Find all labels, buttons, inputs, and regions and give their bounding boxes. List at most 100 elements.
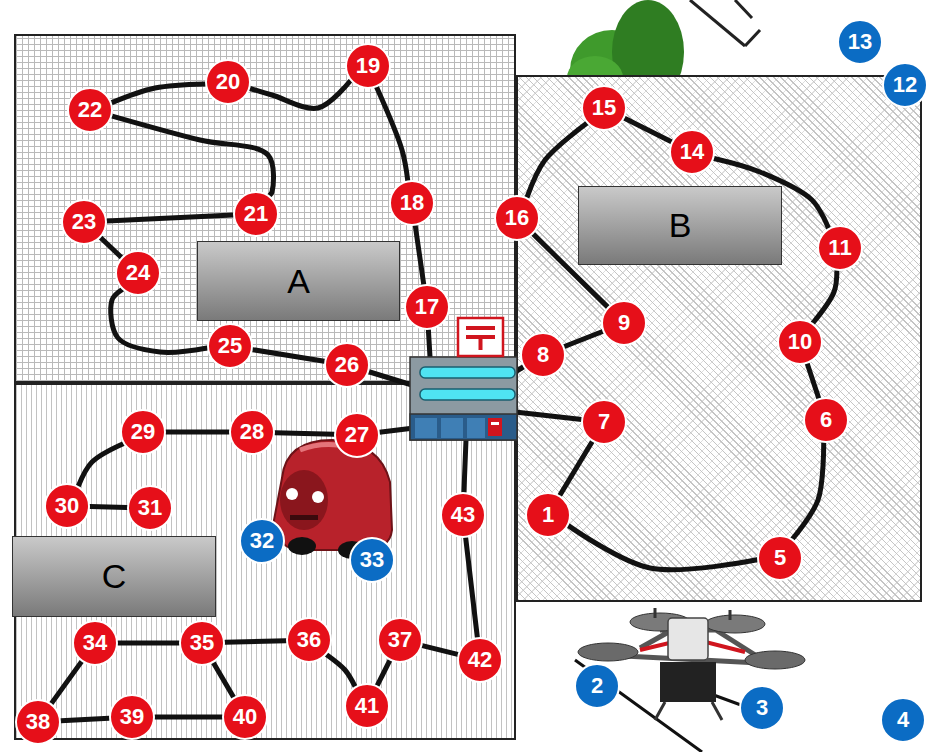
robot-stop: 1 <box>525 492 571 538</box>
stop-number: 24 <box>126 262 150 284</box>
route-line <box>78 444 123 486</box>
stop-number: 32 <box>250 530 274 552</box>
route-line <box>111 290 207 353</box>
stop-number: 21 <box>244 203 268 225</box>
route-line <box>564 331 602 346</box>
stop-number: 18 <box>400 192 424 214</box>
stop-number: 27 <box>345 424 369 446</box>
stop-number: 19 <box>356 55 380 77</box>
robot-stop: 24 <box>115 250 161 296</box>
robot-stop: 26 <box>324 342 370 388</box>
stop-number: 4 <box>897 709 909 731</box>
drone-stop: 4 <box>880 697 926 743</box>
route-line <box>51 662 81 704</box>
stop-number: 42 <box>468 649 492 671</box>
robot-stop: 40 <box>222 694 268 740</box>
stop-number: 41 <box>355 695 379 717</box>
robot-stop: 38 <box>15 699 61 745</box>
route-line <box>275 433 334 435</box>
route-line <box>101 238 122 257</box>
route-line <box>253 350 325 362</box>
stop-number: 8 <box>537 344 549 366</box>
stop-number: 16 <box>505 207 529 229</box>
stop-number: 35 <box>190 632 214 654</box>
route-line <box>625 118 672 141</box>
stop-number: 43 <box>451 504 475 526</box>
robot-stop: 11 <box>817 225 863 271</box>
stop-number: 17 <box>415 296 439 318</box>
stop-number: 28 <box>240 421 264 443</box>
robot-stop: 29 <box>120 409 166 455</box>
stop-number: 29 <box>131 421 155 443</box>
robot-stop: 36 <box>286 617 332 663</box>
stop-number: 26 <box>335 354 359 376</box>
stop-number: 40 <box>233 706 257 728</box>
delivery-robot <box>274 440 392 559</box>
route-line <box>377 661 389 686</box>
robot-stop: 31 <box>127 485 173 531</box>
stop-number: 15 <box>592 97 616 119</box>
stop-number: 6 <box>820 409 832 431</box>
route-line <box>377 87 408 180</box>
robot-stop: 14 <box>669 129 715 175</box>
route-line <box>90 504 127 510</box>
drone-stop: 13 <box>837 19 883 65</box>
stop-number: 39 <box>120 706 144 728</box>
robot-stop: 21 <box>233 191 279 237</box>
robot-stop: 27 <box>334 412 380 458</box>
robot-stop: 41 <box>344 683 390 729</box>
route-line <box>225 641 286 643</box>
drone-stop: 2 <box>574 663 620 709</box>
route-line <box>527 123 587 197</box>
stop-number: 22 <box>78 99 102 121</box>
stop-number: 33 <box>360 549 384 571</box>
robot-stop: 20 <box>205 59 251 105</box>
robot-stop: 30 <box>44 483 90 529</box>
area-label: A <box>197 241 400 321</box>
stop-number: 36 <box>297 629 321 651</box>
stop-number: 34 <box>83 632 107 654</box>
stop-number: 20 <box>216 71 240 93</box>
route-line <box>560 442 592 496</box>
route-line <box>533 234 607 307</box>
robot-stop: 6 <box>803 397 849 443</box>
robot-stop: 9 <box>601 300 647 346</box>
post-office <box>410 318 517 440</box>
area-label: C <box>12 536 216 617</box>
route-line <box>327 655 355 687</box>
robot-stop: 18 <box>389 180 435 226</box>
robot-stop: 35 <box>179 620 225 666</box>
branch <box>690 0 760 46</box>
route-line <box>568 526 757 570</box>
stop-number: 25 <box>218 335 242 357</box>
robot-stop: 8 <box>520 332 566 378</box>
stop-number: 37 <box>388 629 412 651</box>
route-line <box>155 715 222 720</box>
route-line <box>112 84 205 103</box>
robot-stop: 16 <box>494 195 540 241</box>
stop-number: 1 <box>542 504 554 526</box>
route-line <box>807 364 818 398</box>
drone-stop: 3 <box>739 685 785 731</box>
route-line <box>166 430 229 435</box>
route-line <box>112 116 273 195</box>
route-line <box>714 158 828 228</box>
delivery-area: B1514161191087615 <box>516 75 922 602</box>
route-line <box>793 443 824 539</box>
drone-stop: 12 <box>882 62 928 108</box>
area-label: B <box>578 186 782 265</box>
drone <box>575 608 805 752</box>
route-line <box>813 271 837 323</box>
robot-stop: 10 <box>777 319 823 365</box>
robot-stop: 5 <box>757 535 803 581</box>
route-line <box>250 81 350 109</box>
robot-stop: 42 <box>457 637 503 683</box>
route-line <box>466 538 478 637</box>
stop-number: 10 <box>788 331 812 353</box>
robot-stop: 39 <box>109 694 155 740</box>
stop-number: 2 <box>591 675 603 697</box>
drone-stop: 33 <box>349 537 395 583</box>
robot-stop: 25 <box>207 323 253 369</box>
stop-number: 38 <box>26 711 50 733</box>
route-line <box>214 663 234 697</box>
